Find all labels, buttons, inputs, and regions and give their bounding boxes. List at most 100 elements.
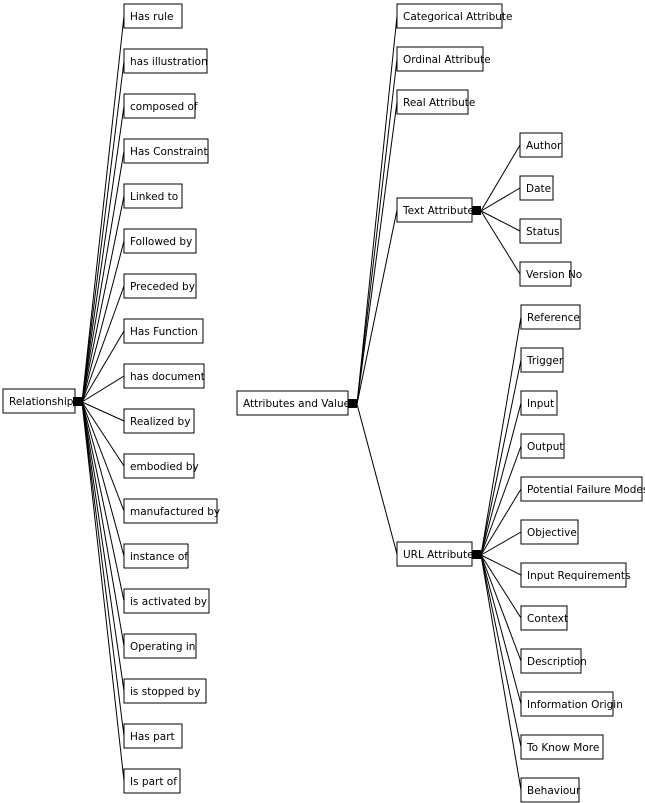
- text-attribute-node-version-no: Version No: [519, 261, 582, 287]
- relationship-node-composed-of-box: [123, 93, 196, 119]
- connector-line: [81, 15, 125, 403]
- relationship-node-realized-by: Realized by: [123, 408, 195, 434]
- attribute-node-real-attribute: Real Attribute: [396, 89, 475, 115]
- text-attribute-node-date-box: [519, 175, 554, 201]
- relationship-root-label: Relationship: [9, 396, 74, 408]
- url-attribute-node-information-origin-box: [520, 691, 614, 717]
- url-attribute-node-objective-label: Objective: [527, 527, 577, 539]
- connector-line: [480, 187, 521, 212]
- connector-line: [81, 150, 125, 403]
- text-attribute-node-version-no-box: [519, 261, 572, 287]
- connector-line: [480, 210, 521, 275]
- relationship-node-embodied-by-box: [123, 453, 195, 479]
- attributes-root: Attributes and Values: [236, 390, 356, 416]
- relationship-node-followed-by-label: Followed by: [130, 236, 192, 248]
- connector-line: [81, 60, 125, 403]
- connector-lines: [81, 15, 522, 791]
- url-attribute-node-description-label: Description: [527, 656, 587, 668]
- connector-line: [356, 58, 398, 405]
- relationship-node-has-constraint-label: Has Constraint: [130, 146, 208, 158]
- connector-line: [81, 285, 125, 403]
- connector-line: [356, 101, 398, 405]
- attribute-node-categorical-attribute: Categorical Attribute: [396, 3, 513, 29]
- url-attribute-node-context-label: Context: [527, 613, 568, 625]
- relationship-node-preceded-by-box: [123, 273, 197, 299]
- url-attribute-node-output-label: Output: [527, 441, 563, 453]
- attribute-node-text-attribute: Text Attribute: [396, 197, 474, 223]
- url-attribute-node-output-box: [520, 433, 565, 459]
- connector-line: [81, 401, 125, 422]
- attribute-node-url-attribute-label: URL Attribute: [403, 549, 474, 561]
- attributes-root-label: Attributes and Values: [243, 398, 356, 410]
- url-attribute-node-input-requirements: Input Requirements: [520, 562, 631, 588]
- attribute-node-ordinal-attribute-label: Ordinal Attribute: [403, 54, 491, 66]
- text-attribute-node-version-no-label: Version No: [526, 269, 582, 281]
- relationship-node-linked-to: Linked to: [123, 183, 183, 209]
- relationship-node-embodied-by: embodied by: [123, 453, 199, 479]
- connector-line: [81, 240, 125, 403]
- url-attribute-node-to-know-more-box: [520, 734, 604, 760]
- text-attribute-node-status-label: Status: [526, 226, 559, 238]
- relationship-node-has-document-box: [123, 363, 205, 389]
- relationship-node-is-part-of-label: Is part of: [130, 776, 177, 788]
- connector-line: [81, 330, 125, 403]
- relationship-node-instance-of-label: instance of: [130, 551, 188, 563]
- url-attribute-node-information-origin-label: Information Origin: [527, 699, 623, 711]
- connector-line: [480, 144, 521, 212]
- relationship-node-has-function-box: [123, 318, 204, 344]
- relationship-node-has-function-label: Has Function: [130, 326, 198, 338]
- text-attribute-node-author: Author: [519, 132, 563, 158]
- relationship-node-manufactured-by-label: manufactured by: [130, 506, 220, 518]
- connector-line: [480, 488, 522, 556]
- relationship-node-is-activated-by: is activated by: [123, 588, 210, 614]
- url-attribute-node-objective: Objective: [520, 519, 579, 545]
- url-attribute-node-to-know-more: To Know More: [520, 734, 604, 760]
- connector-line: [81, 401, 125, 737]
- relationship-node-followed-by-box: [123, 228, 197, 254]
- url-attribute-node-input-requirements-label: Input Requirements: [527, 570, 631, 582]
- url-attribute-node-reference-box: [520, 304, 581, 330]
- relationship-node-has-illustration-label: has illustration: [130, 56, 208, 68]
- url-attribute-node-description-box: [520, 648, 582, 674]
- url-attribute-node-behaviour-label: Behaviour: [527, 785, 581, 797]
- url-attribute-node-context-box: [520, 605, 568, 631]
- relationship-root: Relationship: [2, 388, 76, 414]
- connector-line: [81, 375, 125, 403]
- connector-line: [81, 401, 125, 467]
- relationship-node-instance-of-box: [123, 543, 189, 569]
- text-attribute-node-date-label: Date: [526, 183, 551, 195]
- url-attribute-node-potential-failure-modes: Potential Failure Modes: [520, 476, 645, 502]
- connector-line: [356, 15, 398, 405]
- connector-line: [81, 401, 125, 512]
- connector-line: [480, 316, 522, 556]
- connector-line: [480, 554, 522, 748]
- relationship-node-has-part-label: Has part: [130, 731, 175, 743]
- connector-line: [480, 531, 522, 556]
- attribute-node-real-attribute-box: [396, 89, 469, 115]
- text-attribute-hub: [472, 206, 481, 215]
- connector-line: [480, 554, 522, 619]
- attribute-node-categorical-attribute-box: [396, 3, 503, 29]
- attribute-node-url-attribute-box: [396, 541, 473, 567]
- relationship-node-linked-to-label: Linked to: [130, 191, 178, 203]
- url-attribute-node-reference: Reference: [520, 304, 581, 330]
- relationship-node-composed-of: composed of: [123, 93, 198, 119]
- connector-line: [480, 554, 522, 791]
- relationship-node-has-illustration: has illustration: [123, 48, 208, 74]
- relationship-node-is-part-of-box: [123, 768, 181, 794]
- connector-line: [81, 401, 125, 557]
- url-attribute-node-to-know-more-label: To Know More: [526, 742, 599, 754]
- connector-line: [480, 554, 522, 705]
- connector-line: [81, 105, 125, 403]
- url-attribute-node-potential-failure-modes-box: [520, 476, 643, 502]
- attribute-node-categorical-attribute-label: Categorical Attribute: [403, 11, 513, 23]
- attribute-node-text-attribute-label: Text Attribute: [402, 205, 474, 217]
- relationship-node-is-part-of: Is part of: [123, 768, 181, 794]
- connector-line: [480, 554, 522, 576]
- url-attribute-node-input: Input: [520, 390, 558, 416]
- text-attribute-node-author-label: Author: [526, 140, 562, 152]
- text-attribute-node-author-box: [519, 132, 563, 158]
- relationship-node-followed-by: Followed by: [123, 228, 197, 254]
